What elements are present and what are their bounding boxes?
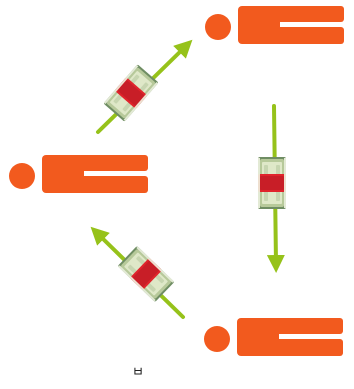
person-bottom-right — [204, 318, 343, 356]
money-bundle-upper-left — [103, 64, 159, 122]
money-bundle-lower-left — [117, 245, 175, 303]
money-bundle-right — [258, 157, 286, 209]
person-top-right — [205, 6, 344, 44]
caption-fragment: ㅂ — [132, 365, 144, 380]
person-left — [9, 155, 148, 193]
